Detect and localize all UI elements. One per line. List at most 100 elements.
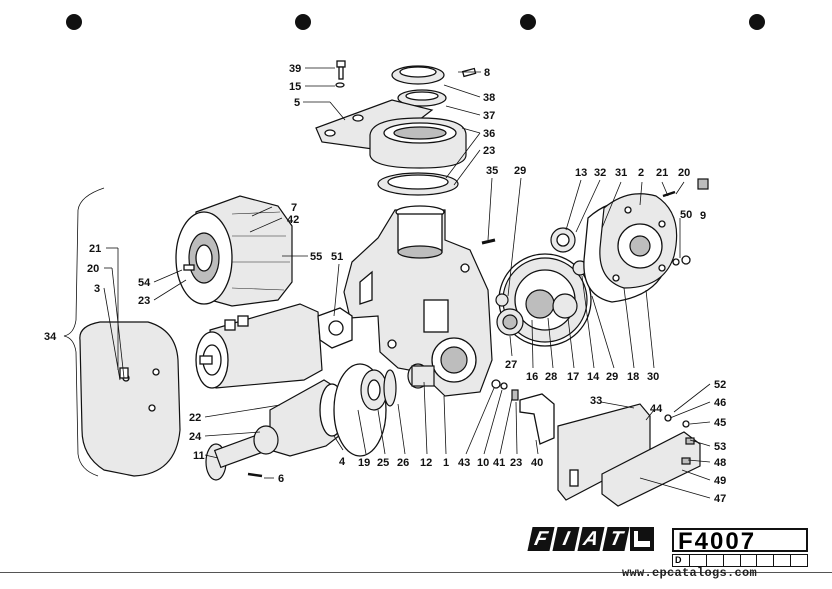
callout-44: 44: [650, 403, 663, 415]
revision-cell: [724, 555, 741, 566]
front-cover-part: [79, 321, 181, 477]
callout-14: 14: [587, 371, 600, 383]
revision-cell: [774, 555, 792, 566]
callout-41: 41: [493, 457, 505, 469]
logo-letter: I: [552, 527, 580, 551]
callout-47: 47: [714, 493, 726, 505]
callout-31: 31: [615, 167, 627, 179]
callout-21-right: 21: [656, 167, 668, 179]
bracket-part: [315, 99, 467, 169]
callout-51: 51: [331, 251, 343, 263]
revision-table: D: [672, 554, 808, 567]
callout-8: 8: [484, 67, 490, 79]
callout-1: 1: [443, 457, 449, 469]
callout-30: 30: [647, 371, 659, 383]
revision-cell: D: [673, 555, 690, 566]
brand-logo: F I A T: [527, 527, 654, 553]
logo-letter: F: [527, 527, 555, 551]
callout-50: 50: [680, 209, 692, 221]
revision-cell: [757, 555, 775, 566]
callout-54: 54: [138, 277, 151, 289]
callout-24: 24: [189, 431, 202, 443]
stud-part: [481, 238, 496, 245]
watermark-url: www.epcatalogs.com: [622, 566, 758, 580]
logo-letter: A: [577, 527, 605, 551]
callout-3: 3: [94, 283, 100, 295]
bearing-set-part: [360, 363, 435, 411]
callout-9: 9: [700, 210, 706, 222]
callout-40: 40: [531, 457, 543, 469]
callout-26: 26: [397, 457, 409, 469]
callout-21-left: 21: [89, 243, 101, 255]
ring-nut-part: [391, 65, 477, 107]
callout-12: 12: [420, 457, 432, 469]
callout-2: 2: [638, 167, 644, 179]
callout-23-left: 23: [138, 295, 150, 307]
callout-49: 49: [714, 475, 726, 487]
callout-19: 19: [358, 457, 370, 469]
callout-5: 5: [294, 97, 300, 109]
revision-cell: [690, 555, 707, 566]
revision-cell: [791, 555, 807, 566]
callout-35: 35: [486, 165, 498, 177]
group-bracket: [63, 187, 105, 477]
callout-36: 36: [483, 128, 495, 140]
guard-plate-part: [557, 403, 701, 507]
logo-emblem-icon: [630, 527, 654, 551]
callout-16: 16: [526, 371, 538, 383]
cover-plate-part: [583, 193, 678, 303]
seal-ring-part: [377, 172, 459, 196]
screw-set-part: [662, 178, 709, 266]
callout-20-right: 20: [678, 167, 690, 179]
callout-6: 6: [278, 473, 284, 485]
catalog-code: F4007: [672, 528, 808, 554]
callout-43: 43: [458, 457, 470, 469]
callout-34: 34: [44, 331, 57, 343]
logo-letter: T: [602, 527, 630, 551]
callout-20-left: 20: [87, 263, 99, 275]
callout-28: 28: [545, 371, 557, 383]
callout-15: 15: [289, 81, 301, 93]
callout-52: 52: [714, 379, 726, 391]
callout-53: 53: [714, 441, 726, 453]
leader-lines: [103, 67, 711, 499]
punch-holes: [66, 14, 765, 30]
bolt-part: [335, 60, 346, 88]
callout-4: 4: [339, 456, 346, 468]
callout-39: 39: [289, 63, 301, 75]
callout-45: 45: [714, 417, 726, 429]
callout-17: 17: [567, 371, 579, 383]
gasket-part: [317, 307, 353, 349]
callout-38: 38: [483, 92, 495, 104]
callout-23-top: 23: [483, 145, 495, 157]
callout-10: 10: [477, 457, 489, 469]
callout-27: 27: [505, 359, 517, 371]
page-rule: [0, 572, 832, 573]
callout-42: 42: [287, 214, 299, 226]
callout-46: 46: [714, 397, 726, 409]
flange-housing-part: [205, 363, 387, 481]
callout-48: 48: [714, 457, 726, 469]
revision-cell: [707, 555, 724, 566]
callout-29-top: 29: [514, 165, 526, 177]
callout-18: 18: [627, 371, 639, 383]
callout-37: 37: [483, 110, 495, 122]
gear-assembly-part: [495, 227, 592, 347]
callout-29-bottom: 29: [606, 371, 618, 383]
callout-25: 25: [377, 457, 389, 469]
callout-22: 22: [189, 412, 201, 424]
callout-55: 55: [310, 251, 322, 263]
callout-13: 13: [575, 167, 587, 179]
callout-33: 33: [590, 395, 602, 407]
main-housing-part: [343, 205, 493, 397]
revision-cell: [741, 555, 758, 566]
callout-7: 7: [291, 202, 297, 214]
small-hardware-part: [491, 379, 555, 445]
pulley-drum-part: [175, 195, 293, 307]
callout-11: 11: [193, 450, 205, 462]
callout-labels: 39 15 5 8 38 37 36 23 35 29 13 32 31 2 2…: [44, 63, 726, 505]
generator-part: [195, 303, 323, 389]
callout-32: 32: [594, 167, 606, 179]
callout-23-bottom: 23: [510, 457, 522, 469]
